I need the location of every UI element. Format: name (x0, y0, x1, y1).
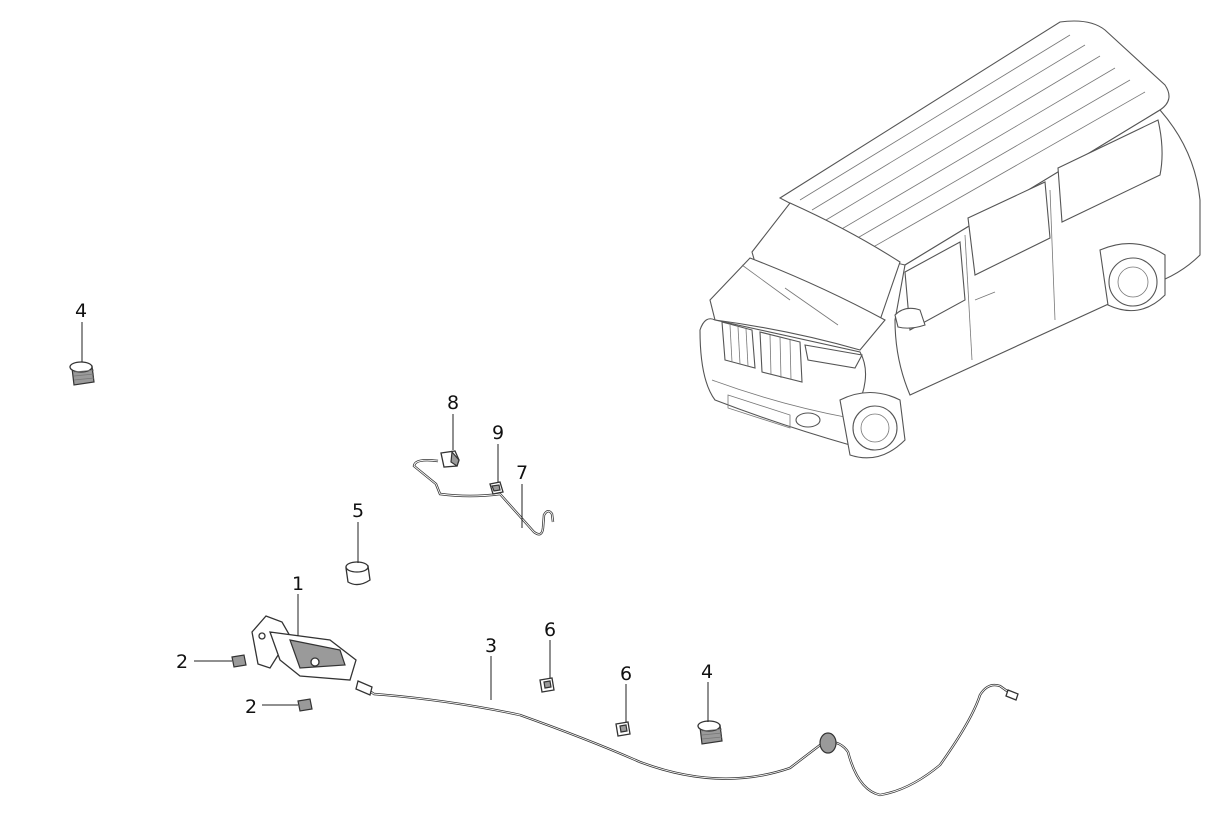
part-6-cable-clip-a (539, 677, 555, 693)
callout-4-right: 4 (701, 661, 713, 683)
part-3-release-cable (355, 680, 1019, 797)
callout-7: 7 (516, 462, 528, 484)
van-illustration (699, 20, 1201, 459)
callout-6-b: 6 (620, 663, 632, 685)
callout-numbers: 4 8 9 7 5 1 2 2 3 6 6 4 (75, 300, 713, 718)
part-9-clip (489, 481, 504, 495)
callout-4-left: 4 (75, 300, 87, 322)
callout-3: 3 (485, 635, 497, 657)
part-4-grommet-left (69, 361, 95, 386)
part-5-cap (345, 561, 371, 586)
part-6-cable-clip-b (615, 721, 631, 737)
leader-lines (81, 322, 709, 722)
part-1-hood-latch (251, 615, 357, 681)
part-2-bolt-lower (297, 698, 313, 712)
part-2-bolt-upper (231, 654, 247, 668)
part-7-support-rod (412, 458, 555, 536)
callout-9: 9 (492, 422, 504, 444)
callout-2-lower: 2 (245, 696, 257, 718)
part-8-clip (440, 450, 460, 468)
callout-5: 5 (352, 500, 364, 522)
part-4-grommet-right (697, 720, 723, 745)
callout-8: 8 (447, 392, 459, 414)
callout-6-a: 6 (544, 619, 556, 641)
callout-2-upper: 2 (176, 651, 188, 673)
callout-1: 1 (292, 573, 304, 595)
